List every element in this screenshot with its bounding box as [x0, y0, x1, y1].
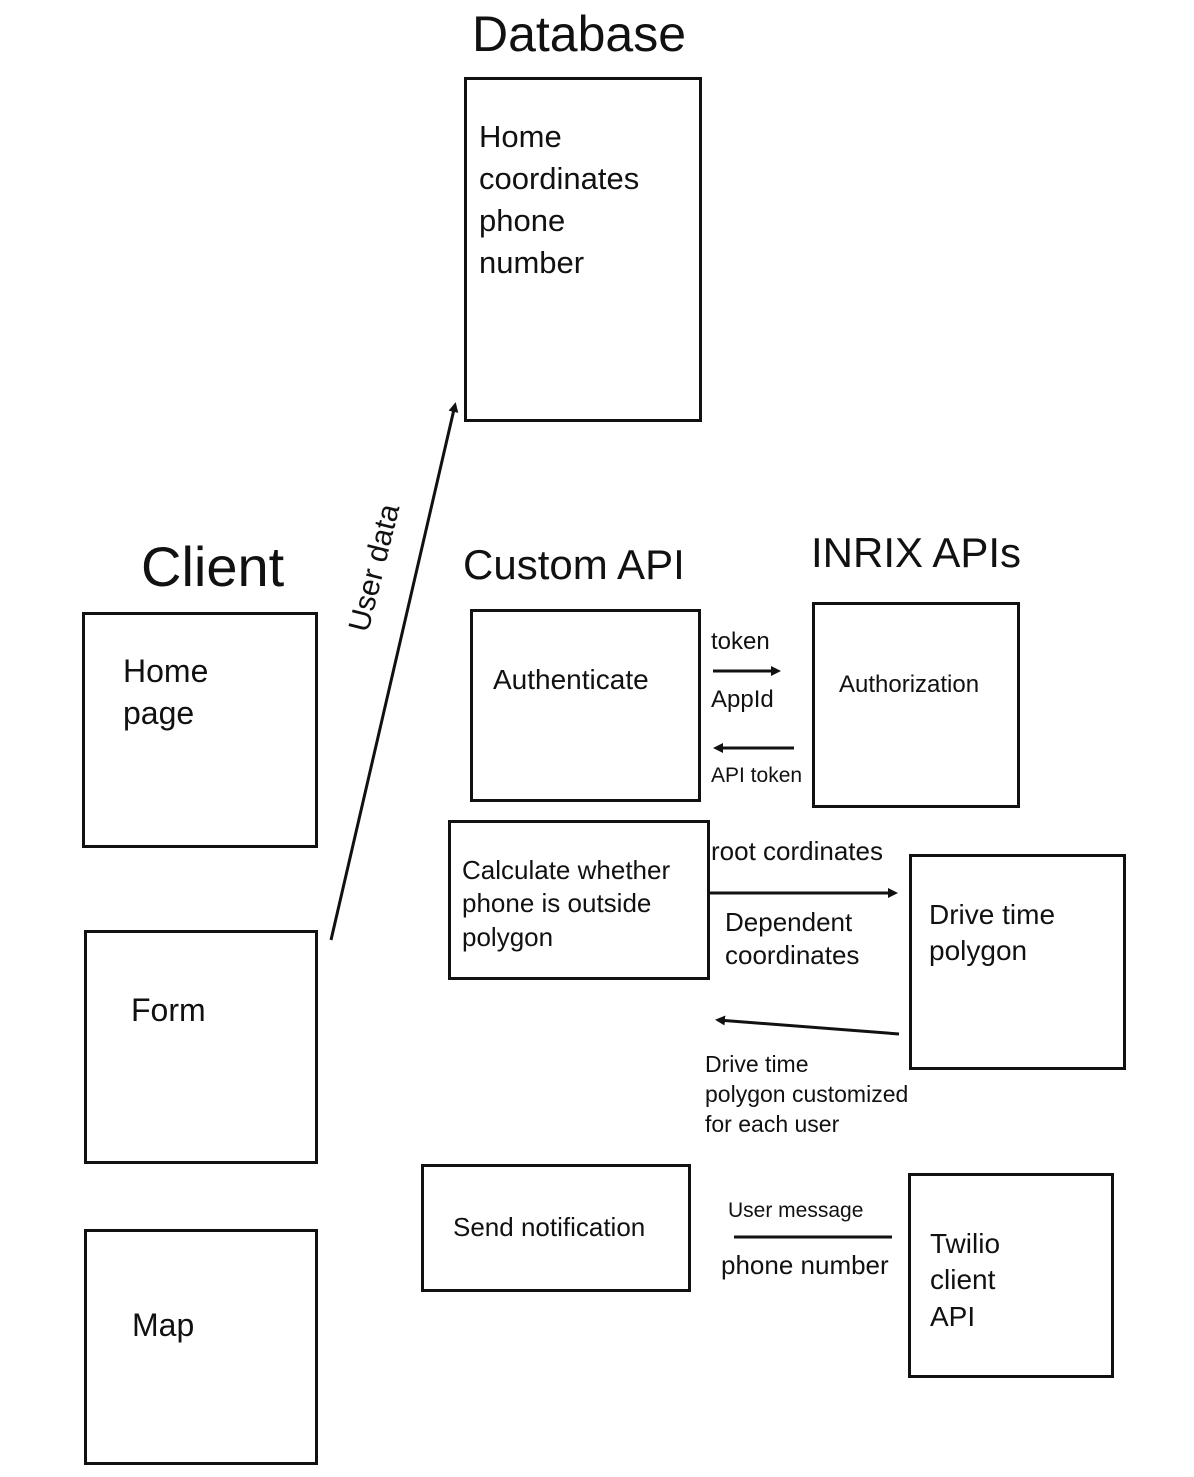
database-box: Home coordinates phone number [464, 77, 702, 422]
twilio-label: Twilio client API [930, 1228, 1001, 1332]
send-notification-box: Send notification [421, 1164, 691, 1292]
form-label: Form [131, 992, 206, 1028]
authorization-box: Authorization [812, 602, 1020, 808]
auth-response-label: API token [711, 764, 803, 787]
polygon-response-label: Drive time polygon customized for each u… [705, 1051, 909, 1137]
authorization-label: Authorization [839, 671, 980, 698]
notify-top-label: User message [728, 1199, 864, 1222]
inrix-apis-title: INRIX APIs [811, 529, 1022, 576]
send-notification-label: Send notification [453, 1212, 646, 1242]
drive-time-polygon-box: Drive time polygon [909, 854, 1126, 1070]
polygon-request-top-label: root cordinates [711, 836, 883, 866]
authenticate-label: Authenticate [493, 664, 649, 695]
polygon-response-arrow [715, 1015, 900, 1036]
custom-api-title: Custom API [463, 541, 685, 588]
map-label: Map [132, 1307, 195, 1343]
drive-time-polygon-label: Drive time polygon [929, 899, 1056, 967]
client-map-box: Map [84, 1229, 318, 1465]
calculate-label: Calculate whether phone is outside polyg… [462, 855, 671, 952]
calculate-box: Calculate whether phone is outside polyg… [448, 820, 710, 980]
client-form-box: Form [84, 930, 318, 1164]
home-page-label: Home page [123, 653, 209, 731]
database-title: Database [472, 6, 687, 62]
twilio-box: Twilio client API [908, 1173, 1114, 1378]
authenticate-box: Authenticate [470, 609, 701, 802]
database-fields: Home coordinates phone number [479, 119, 640, 280]
client-home-page-box: Home page [82, 612, 318, 848]
polygon-request-bottom-label: Dependent coordinates [725, 907, 860, 971]
client-title: Client [141, 535, 285, 598]
auth-request-bottom-label: AppId [711, 686, 774, 713]
user-data-arrow [329, 402, 459, 941]
notify-bottom-label: phone number [721, 1250, 889, 1280]
auth-request-top-label: token [711, 628, 770, 655]
